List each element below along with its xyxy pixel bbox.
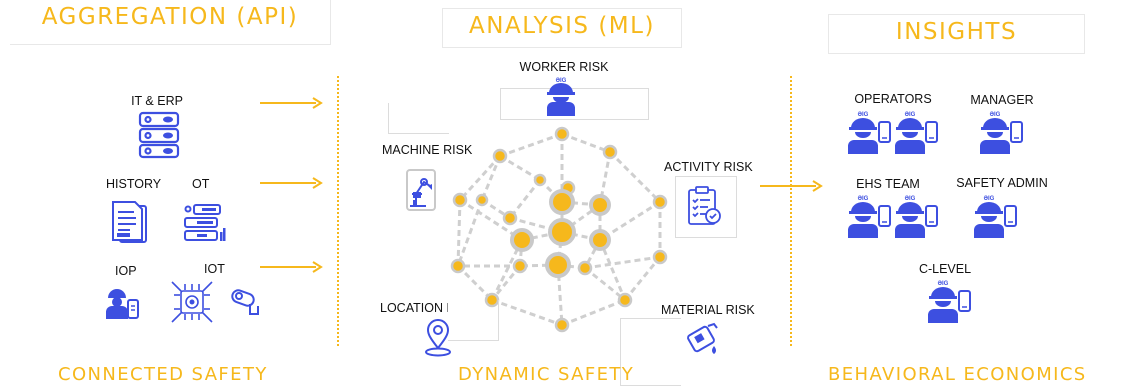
audience-label-manager: MANAGER [970,93,1034,107]
aggregation-header: AGGREGATION (API) [10,0,331,45]
documents-icon [112,201,147,243]
network-edge [623,256,662,301]
risk-label-machine: MACHINE RISK [382,143,473,157]
network-node [617,292,633,308]
database-icon [138,111,180,159]
network-node [450,258,466,274]
worker-with-phone-icon: ƏIG [848,112,891,154]
network-node [533,173,547,187]
network-edge [561,203,601,234]
network-node [554,126,570,142]
insights-header: INSIGHTS [828,14,1085,54]
insights-footer: BEHAVIORAL ECONOMICS [828,364,1087,385]
worker-icon: ƏIG [547,78,575,116]
worker-with-phone-icon: ƏIG [895,112,938,154]
location-pin-icon [425,319,451,357]
worker-risk-frame [500,88,649,120]
activity-risk-frame [675,176,737,238]
network-edge [490,265,522,301]
network-node [589,194,611,216]
network-node [512,258,528,274]
clipboard-check-icon [688,186,721,225]
arrow-analysis-to-insights [760,180,823,192]
worker-with-phone-icon: ƏIG [895,196,938,238]
network-edge [608,150,662,204]
network-node [510,228,534,252]
chemical-container-icon [687,322,718,354]
network-node [554,317,570,333]
audience-label-ehs-team: EHS TEAM [856,177,920,191]
analysis-footer: DYNAMIC SAFETY [458,364,635,385]
network-edge [499,154,541,182]
audience-label-safety-admin: SAFETY ADMIN [956,176,1048,190]
network-node [452,192,468,208]
network-edge [456,199,462,267]
arrow-iop-iot [260,261,323,273]
worker-with-phone-icon: ƏIG [848,196,891,238]
network-node [652,194,668,210]
network-node [475,193,489,207]
risk-label-location: LOCATION RISK [380,301,448,315]
server-rack-icon [184,204,226,241]
divider-left [337,76,339,346]
worker-with-phone-icon: ƏIG [980,112,1023,154]
network-node [577,260,593,276]
source-label-history: HISTORY [106,177,162,191]
network-edge [456,199,484,267]
network-edge [491,298,563,327]
network-edge [599,200,661,242]
svg-text:ƏIG: ƏIG [905,112,916,118]
risk-label-material: MATERIAL RISK [661,303,755,317]
audience-label-operators: OPERATORS [854,92,932,106]
location-risk-frame [448,300,499,341]
network-node [549,189,575,215]
source-label-iot: IOT [204,262,225,276]
svg-text:ƏIG: ƏIG [858,196,869,202]
network-edge [584,255,661,270]
audience-label-c-level: C-LEVEL [918,262,972,276]
network-edge [561,132,611,154]
aggregation-footer: CONNECTED SAFETY [58,364,268,385]
network-edge [508,179,542,219]
svg-text:ƏIG: ƏIG [990,112,1001,118]
machine-risk-frame [388,103,449,134]
svg-text:ƏIG: ƏIG [556,78,567,84]
network-edge [456,264,494,302]
worker-with-phone-icon: ƏIG [928,281,971,323]
worker-with-phone-icon: ƏIG [974,196,1017,238]
network-edge [561,298,626,327]
svg-text:ƏIG: ƏIG [984,196,995,202]
network-edge [499,132,563,158]
svg-text:ƏIG: ƏIG [938,281,949,287]
network-node [652,249,668,265]
analysis-header: ANALYSIS (ML) [442,8,682,48]
network-node [548,218,576,246]
source-label-iop: IOP [115,264,137,278]
svg-text:ƏIG: ƏIG [858,112,869,118]
network-edge [459,198,523,242]
risk-label-activity: ACTIVITY RISK [664,160,753,174]
network-node [545,252,571,278]
network-node [502,210,518,226]
network-edge [584,266,626,302]
svg-text:ƏIG: ƏIG [905,196,916,202]
source-label-it-erp: IT & ERP [131,94,183,108]
arrow-history-ot [260,177,323,189]
source-label-ot: OT [192,177,210,191]
robot-arm-icon [406,169,436,211]
network-node [492,148,508,164]
network-edge [480,155,502,201]
arrow-it-erp [260,97,323,109]
risk-label-worker: WORKER RISK [519,60,609,74]
worker-device-icon [106,289,139,319]
network-node [602,144,618,160]
network-node [589,229,611,251]
network-edge [458,154,502,202]
iot-chip-camera-icon [171,281,259,323]
divider-right [790,76,792,346]
